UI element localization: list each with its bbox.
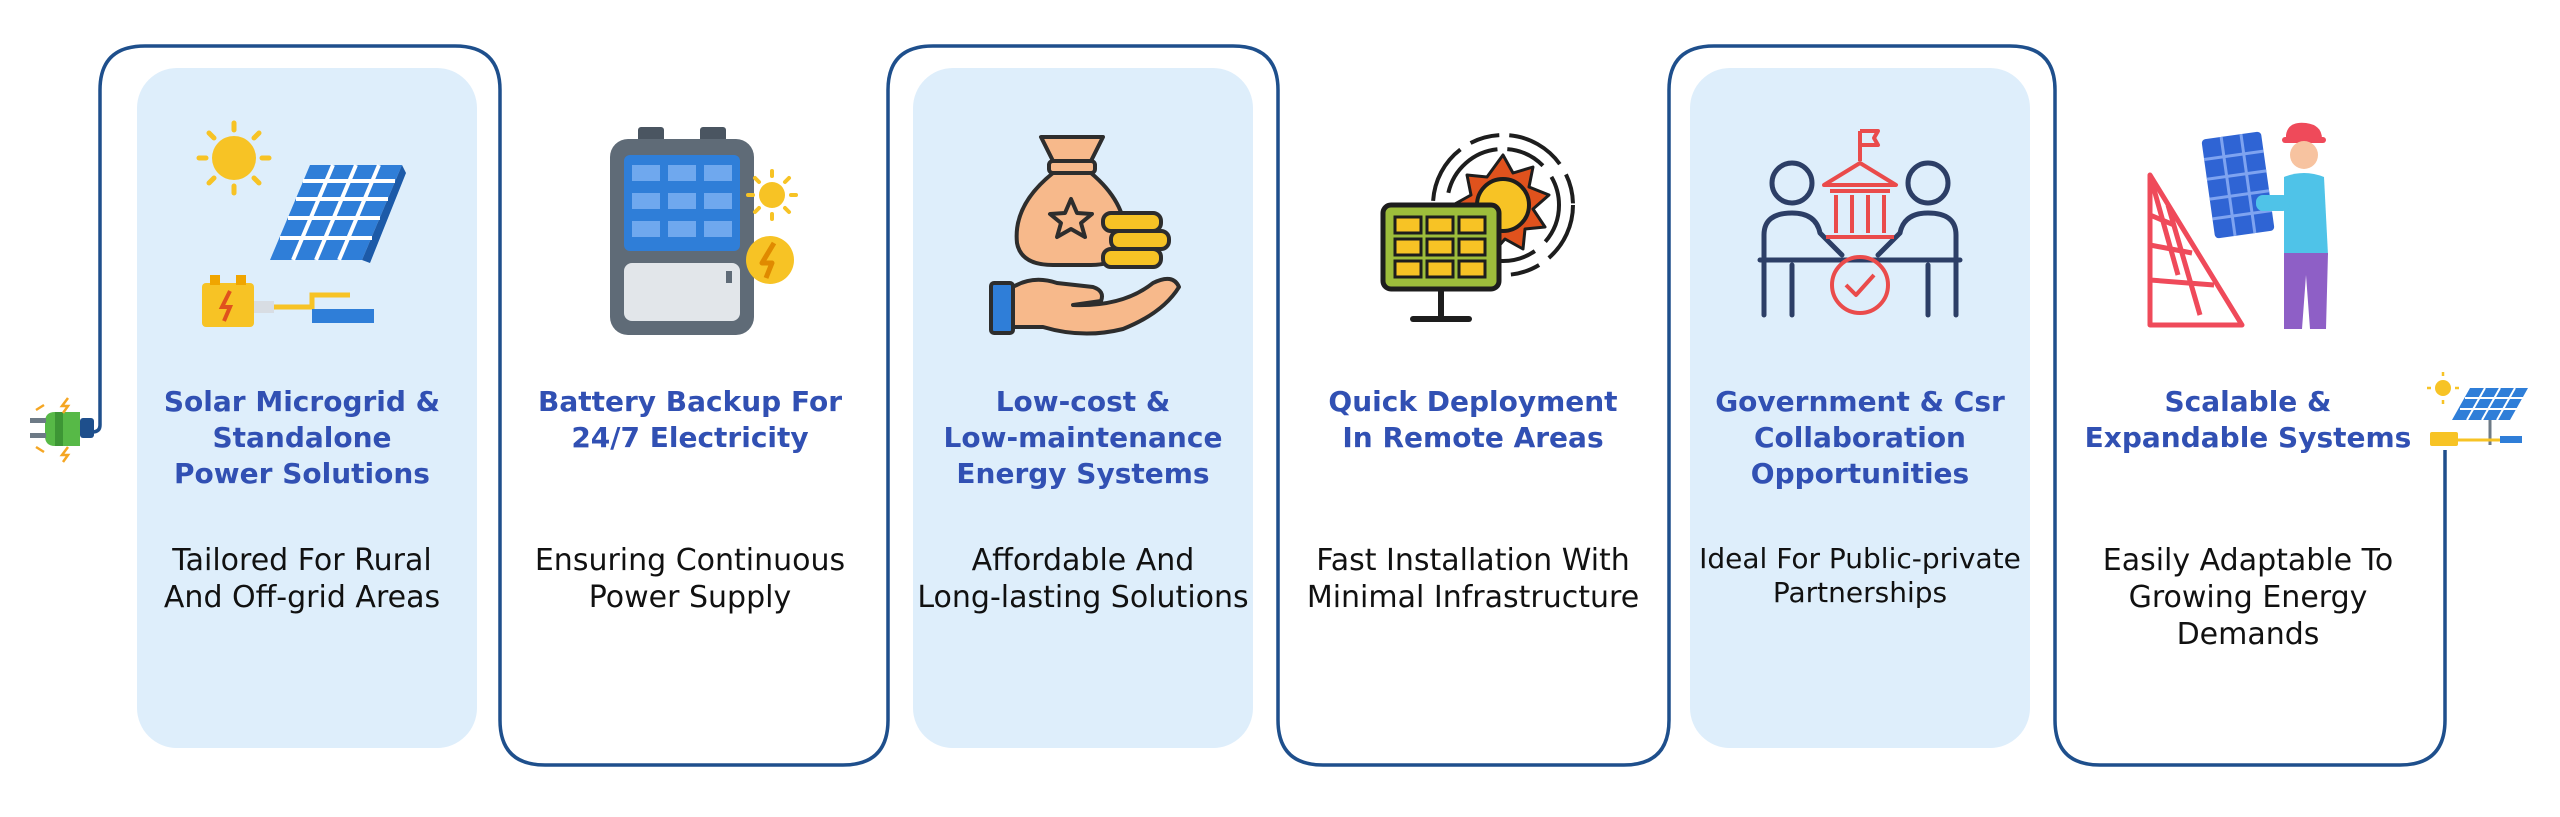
small-solar-panel-icon (2427, 372, 2528, 446)
battery-backup-icon (580, 115, 800, 345)
step-title: Scalable & Expandable Systems (2084, 385, 2412, 454)
step-4: Quick Deployment In Remote Areas Fast In… (1283, 0, 1663, 817)
step-title: Solar Microgrid & Standalone Power Solut… (163, 385, 441, 490)
step-description: Easily Adaptable To Growing Energy Deman… (2102, 543, 2394, 652)
government-partnership-icon (1750, 115, 1970, 345)
step-2: Battery Backup For 24/7 Electricity Ensu… (500, 0, 880, 817)
step-description: Fast Installation With Minimal Infrastru… (1306, 543, 1640, 615)
step-5: Government & Csr Collaboration Opportuni… (1670, 0, 2050, 817)
solar-panel-sun-icon (1363, 115, 1583, 345)
step-title: Government & Csr Collaboration Opportuni… (1715, 385, 2005, 490)
step-description: Ideal For Public-private Partnerships (1699, 542, 2021, 609)
step-title: Battery Backup For 24/7 Electricity (537, 385, 843, 454)
step-1: Solar Microgrid & Standalone Power Solut… (112, 0, 492, 817)
step-description: Ensuring Continuous Power Supply (534, 543, 846, 615)
step-title: Quick Deployment In Remote Areas (1328, 385, 1618, 454)
step-panel-5 (1690, 68, 2030, 748)
money-bag-hand-icon (973, 115, 1193, 345)
step-6: Scalable & Expandable Systems Easily Ada… (2058, 0, 2438, 817)
solar-microgrid-icon (192, 115, 412, 345)
solar-installer-icon (2138, 115, 2358, 345)
step-description: Affordable And Long-lasting Solutions (917, 543, 1249, 615)
step-description: Tailored For Rural And Off-grid Areas (163, 543, 441, 615)
plug-icon (30, 397, 102, 463)
step-3: Low-cost & Low-maintenance Energy System… (893, 0, 1273, 817)
step-title: Low-cost & Low-maintenance Energy System… (943, 385, 1223, 490)
